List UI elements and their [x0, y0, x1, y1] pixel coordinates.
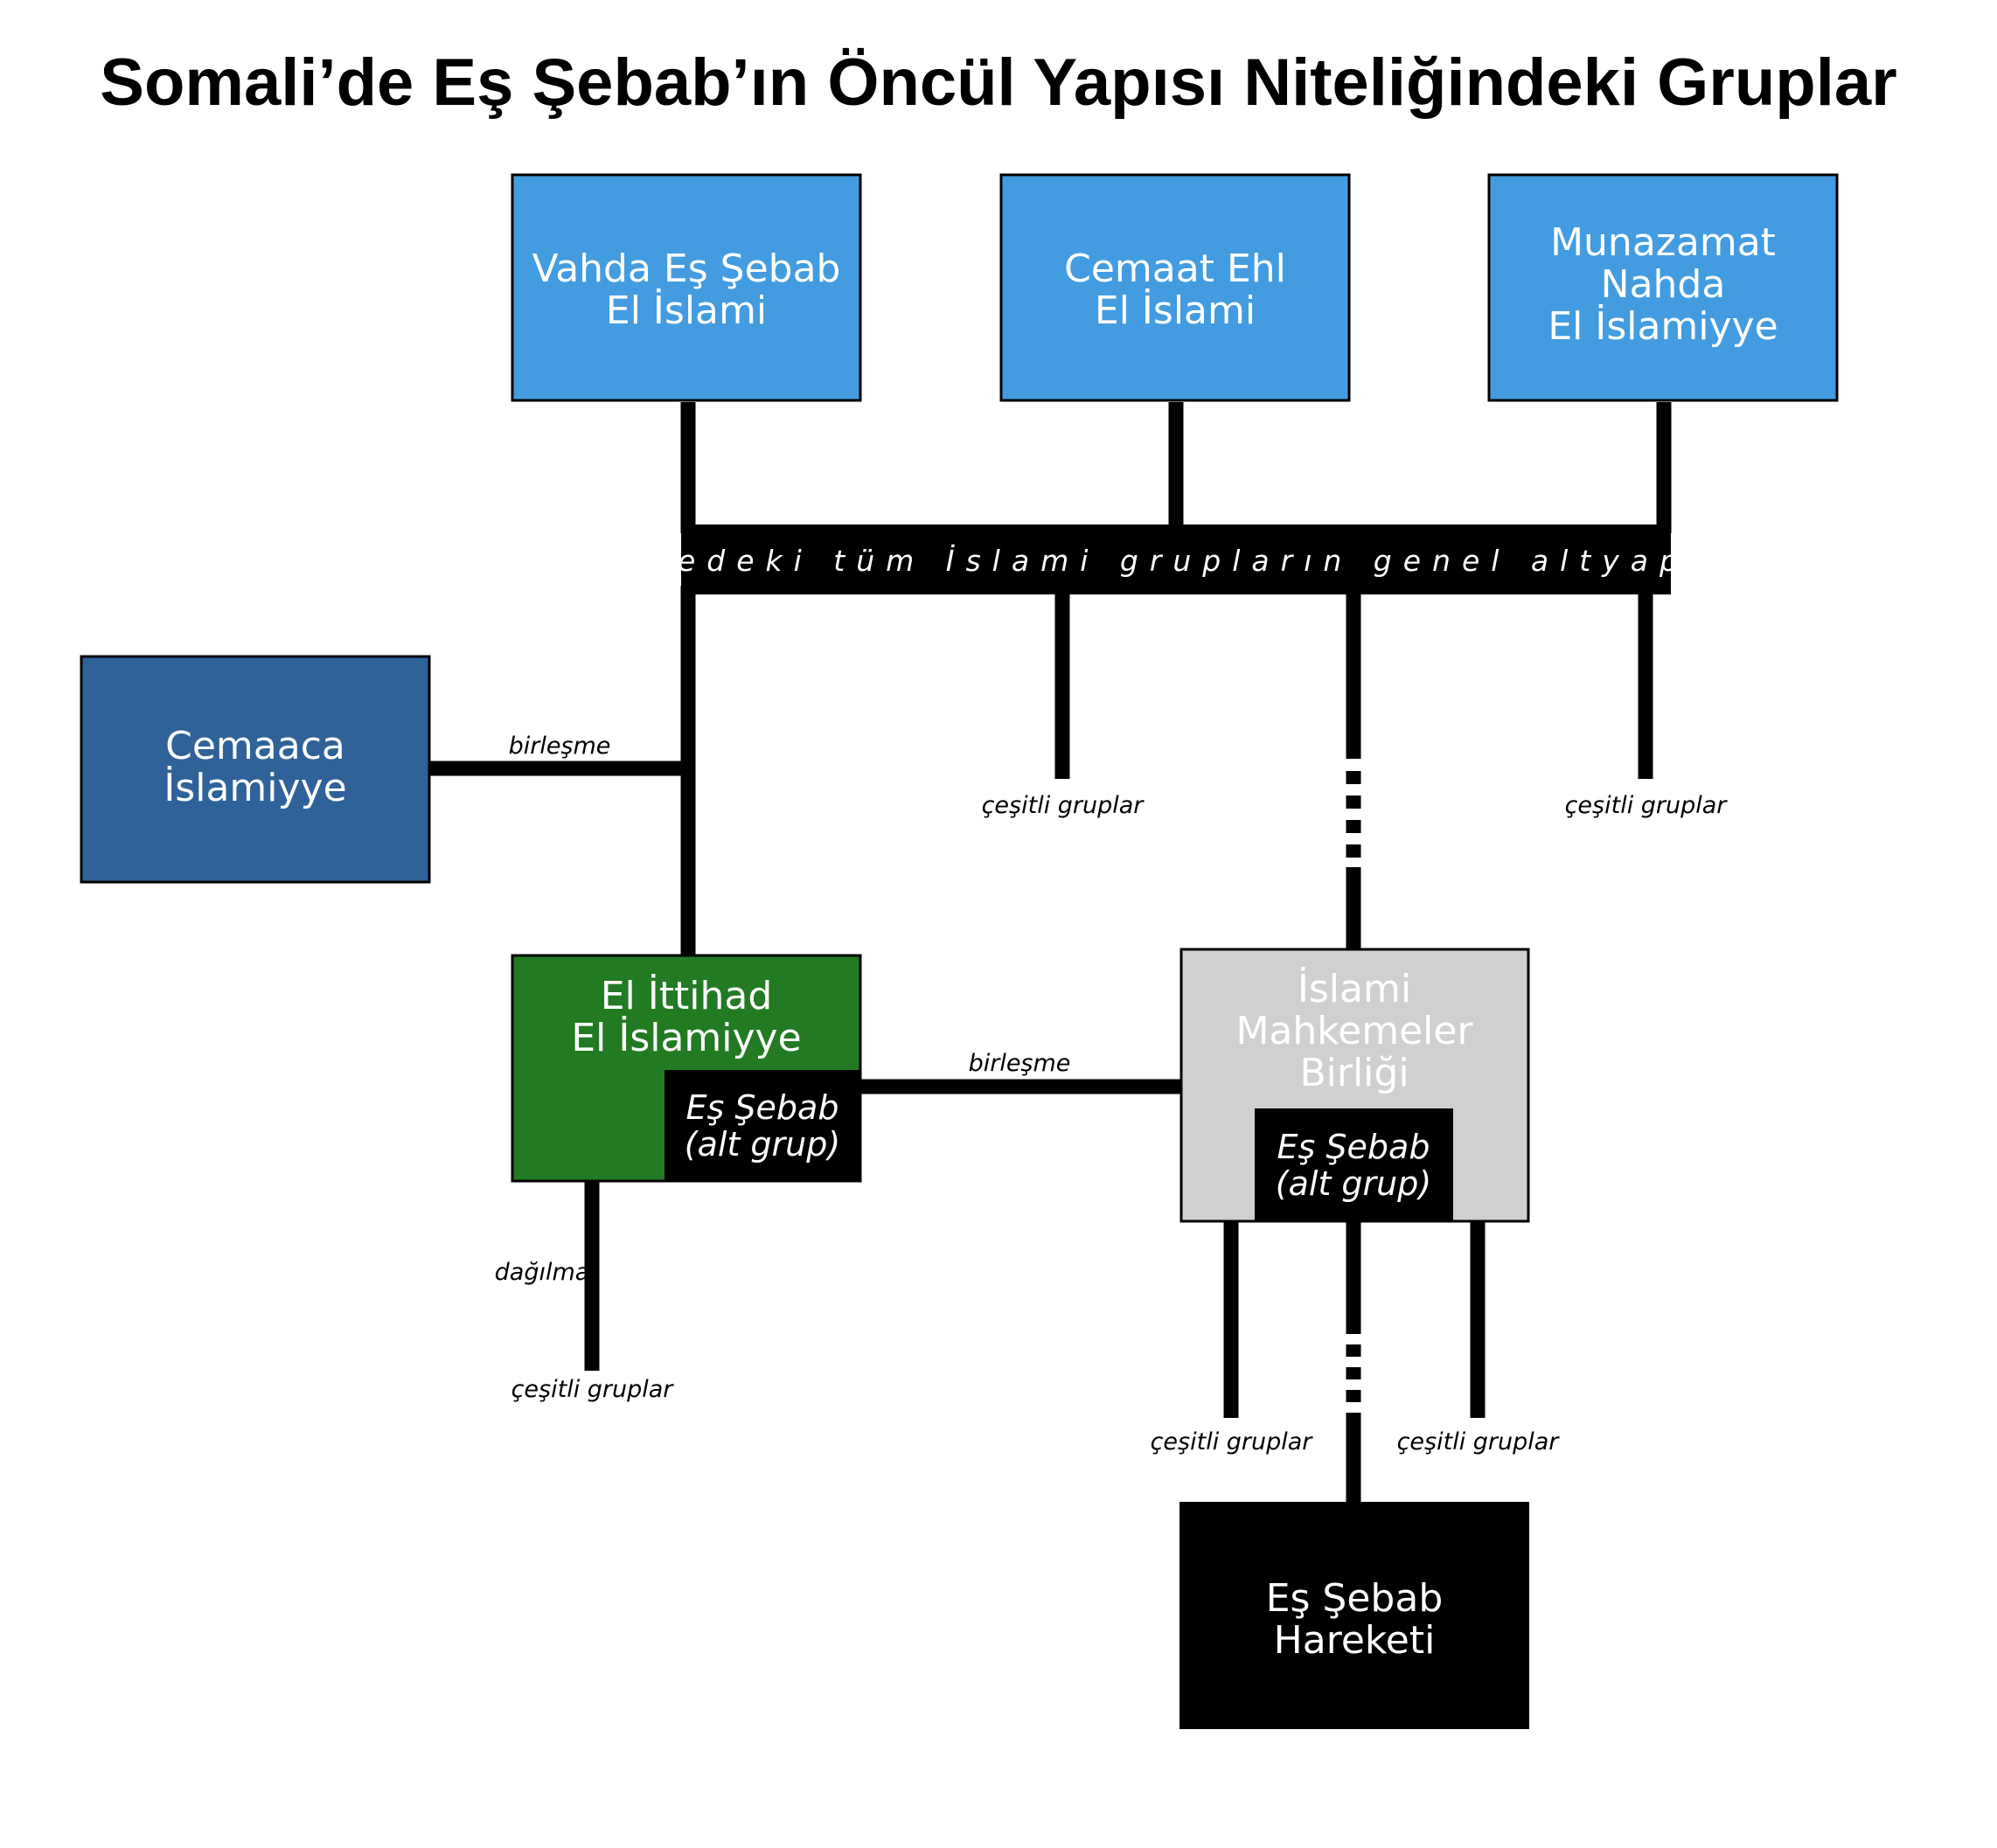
- node-cemaaca-line-1: Cemaaca: [165, 724, 345, 768]
- node-cemaat-line-1: Cemaat Ehl: [1064, 247, 1286, 291]
- label-cesitli-3: çeşitli gruplar: [1151, 1428, 1314, 1455]
- label-cesitli-5: çeşitli gruplar: [511, 1376, 675, 1403]
- node-mahkemeler-subgroup-box: [1255, 1108, 1453, 1220]
- label-dagilma: dağılma: [495, 1259, 590, 1286]
- node-vahda-line-1: Vahda Eş Şebab: [532, 247, 841, 291]
- label-birlesme-2: birleşme: [969, 1050, 1071, 1077]
- node-ittihad-subgroup-line-2: (alt grup): [685, 1125, 840, 1164]
- node-hareket-box: [1179, 1502, 1529, 1729]
- node-munazamat-line-2: Nahda: [1601, 262, 1726, 307]
- node-mahkemeler-line-2: Mahkemeler: [1235, 1009, 1473, 1053]
- node-cemaaca: Cemaaca İslamiyye: [80, 655, 431, 884]
- node-hareket-line-1: Eş Şebab: [1266, 1576, 1444, 1621]
- node-mahkemeler-line-3: Birliği: [1299, 1051, 1409, 1095]
- node-hareket-line-2: Hareketi: [1274, 1618, 1436, 1663]
- node-cemaat-line-2: El İslami: [1095, 288, 1256, 333]
- node-ittihad-subgroup-box: [665, 1070, 860, 1181]
- node-vahda: Vahda Eş Şebab El İslami: [511, 173, 862, 402]
- node-mahkemeler: İslami Mahkemeler Birliği Eş Şebab (alt …: [1179, 948, 1530, 1223]
- band-label: Ülkedeki tüm İslami grupların genel alty…: [598, 543, 1755, 578]
- label-cesitli-4: çeşitli gruplar: [1397, 1428, 1561, 1455]
- node-mahkemeler-subgroup-line-1: Eş Şebab: [1277, 1128, 1430, 1166]
- node-vahda-box: [511, 173, 862, 402]
- node-ittihad-subgroup-line-1: Eş Şebab: [686, 1088, 839, 1127]
- node-cemaaca-box: [80, 655, 431, 884]
- label-birlesme-1: birleşme: [509, 733, 611, 760]
- page-title: Somali’de Eş Şebab’ın Öncül Yapısı Nitel…: [100, 45, 1896, 120]
- node-mahkemeler-subgroup-line-2: (alt grup): [1276, 1164, 1431, 1203]
- node-vahda-line-2: El İslami: [606, 288, 767, 333]
- label-cesitli-2: çeşitli gruplar: [1565, 792, 1729, 819]
- band-background: [681, 525, 1671, 594]
- node-munazamat: Munazamat Nahda El İslamiyye: [1487, 173, 1839, 402]
- node-ittihad-line-1: El İttihad: [601, 973, 773, 1018]
- infrastructure-band: Ülkedeki tüm İslami grupların genel alty…: [598, 525, 1755, 594]
- node-cemaat-box: [999, 173, 1351, 402]
- node-cemaat: Cemaat Ehl El İslami: [999, 173, 1351, 402]
- node-mahkemeler-line-1: İslami: [1298, 966, 1411, 1011]
- label-cesitli-1: çeşitli gruplar: [982, 792, 1145, 819]
- connectors: [428, 402, 1672, 1504]
- node-ittihad: El İttihad El İslamiyye Eş Şebab (alt gr…: [511, 954, 862, 1183]
- node-cemaaca-line-2: İslamiyye: [164, 765, 346, 810]
- node-ittihad-line-2: El İslamiyye: [571, 1015, 801, 1060]
- node-munazamat-box: [1487, 173, 1839, 402]
- node-hareket: Eş Şebab Hareketi: [1179, 1502, 1529, 1729]
- node-munazamat-line-3: El İslamiyye: [1548, 303, 1778, 349]
- node-munazamat-line-1: Munazamat: [1550, 220, 1776, 265]
